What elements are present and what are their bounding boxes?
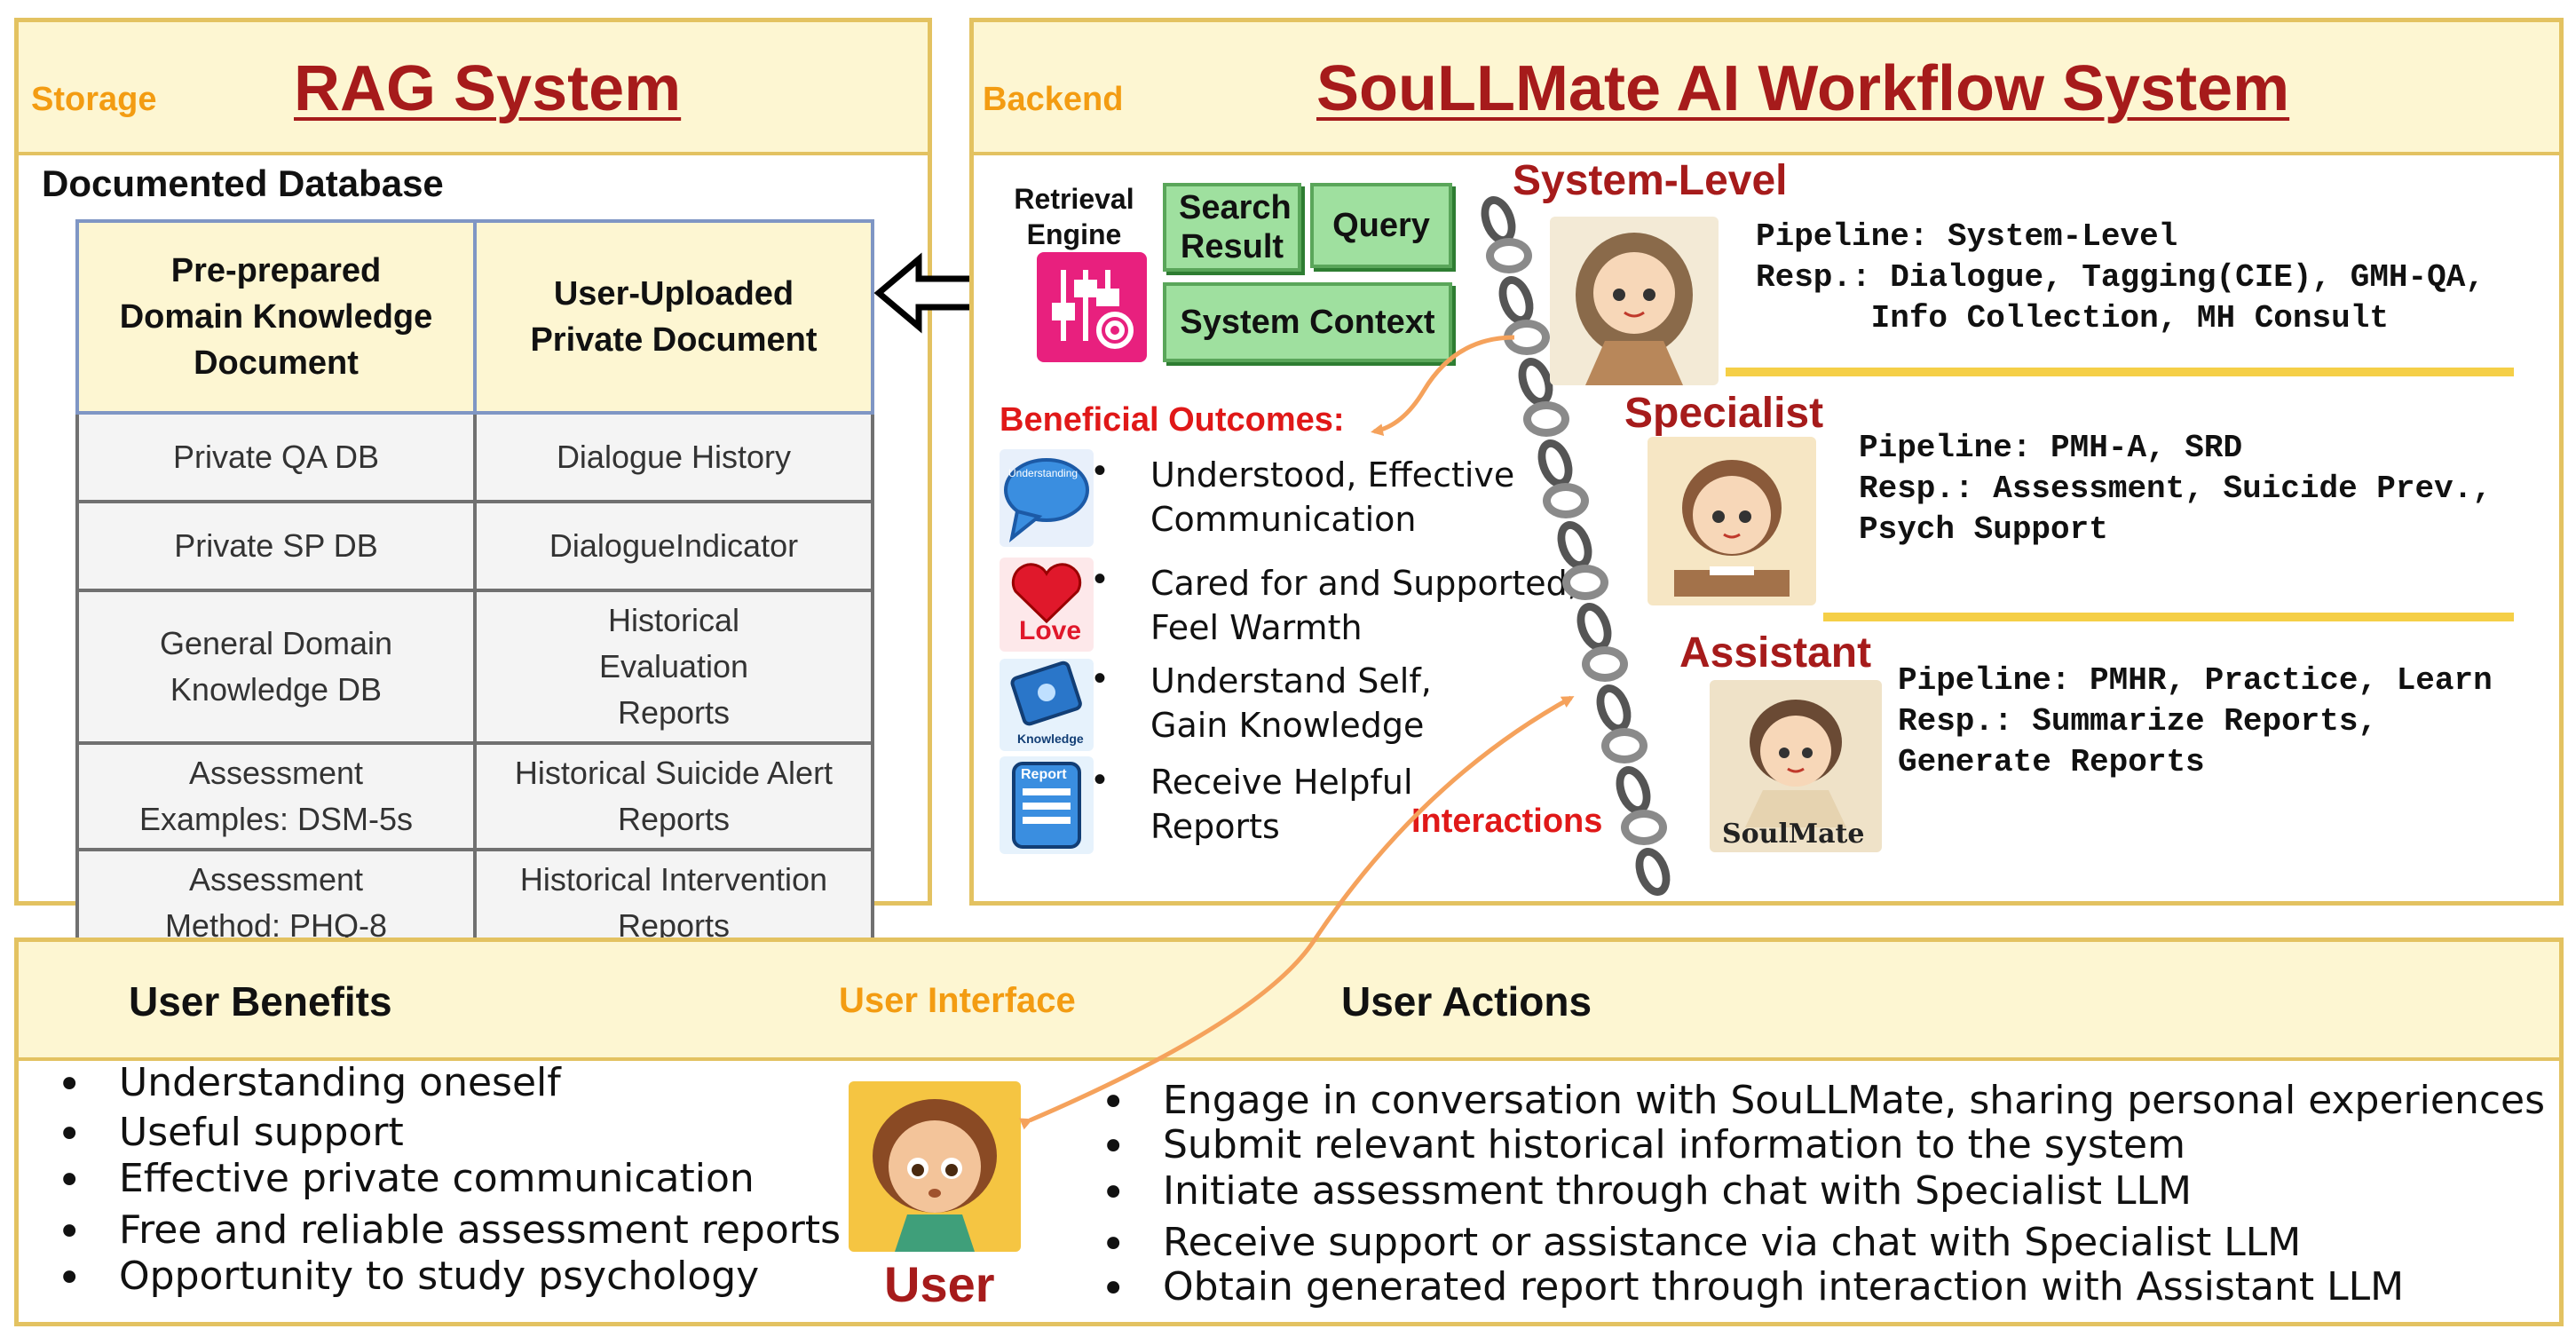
assistant-pipeline: Pipeline: PMHR, Practice, Learn [1898, 662, 2493, 699]
table-cell: Historical Suicide Alert Reports [473, 741, 874, 851]
role-assistant-title: Assistant [1679, 629, 1872, 676]
table-row: Private QA DB Dialogue History [75, 411, 874, 503]
role-system-level-title: System-Level [1513, 157, 1788, 204]
action-item: Initiate assessment through chat with Sp… [1101, 1168, 2192, 1218]
user-label: User [884, 1256, 995, 1312]
love-icon-label: Love [1019, 616, 1082, 645]
system-level-avatar [1550, 217, 1719, 385]
assistant-responsibilities: Resp.: Summarize Reports, Generate Repor… [1898, 703, 2378, 780]
divider [1726, 368, 2514, 376]
database-table-header: Pre-prepared Domain Knowledge Document U… [75, 219, 874, 415]
storage-body: Documented Database Pre-prepared Domain … [19, 155, 928, 958]
col-header-private: User-Uploaded Private Document [473, 219, 874, 415]
specialist-pipeline: Pipeline: PMH-A, SRD [1859, 430, 2243, 466]
action-item: Submit relevant historical information t… [1101, 1122, 2185, 1172]
table-cell: Historical Evaluation Reports [473, 589, 874, 745]
storage-panel: Storage RAG System Documented Database P… [14, 18, 932, 958]
system-level-pipeline: Pipeline: System-Level [1756, 218, 2178, 255]
action-item: Obtain generated report through interact… [1101, 1264, 2404, 1314]
love-heart-icon: Love [1000, 558, 1094, 652]
assistant-avatar: SoulMate [1710, 680, 1882, 852]
table-cell: Private QA DB [75, 411, 477, 503]
system-context-box: System Context [1163, 282, 1452, 362]
soulmate-logo: SoulMate [1722, 819, 1865, 850]
action-item: Receive support or assistance via chat w… [1101, 1220, 2301, 1270]
benefit-item: Useful support [57, 1110, 404, 1159]
retrieval-engine-label: Retrieval Engine [1014, 183, 1134, 250]
role-specialist-title: Specialist [1624, 390, 1824, 437]
benefit-item: Opportunity to study psychology [57, 1254, 759, 1303]
outcome-bullet: • [1094, 559, 1107, 598]
backend-tag: Backend [983, 81, 1124, 118]
table-row: Assessment Examples: DSM-5s Historical S… [75, 741, 874, 851]
outcome-bullet: • [1094, 659, 1107, 698]
backend-panel-header: Backend SouLLMate AI Workflow System [974, 22, 2559, 155]
beneficial-outcomes-title: Beneficial Outcomes: [1000, 401, 1345, 439]
storage-tag: Storage [31, 81, 157, 118]
outcome-text: Cared for and Supported, Feel Warmth [1150, 564, 1578, 647]
arrow-to-outcomes [1371, 335, 1515, 437]
table-row: Private SP DB DialogueIndicator [75, 500, 874, 592]
outcome-text: Understood, Effective Communication [1150, 455, 1515, 539]
user-benefits-title: User Benefits [129, 978, 392, 1025]
search-result-box: Search Result [1163, 183, 1301, 272]
retrieval-engine-icon [1037, 252, 1147, 362]
database-table: Pre-prepared Domain Knowledge Document U… [75, 219, 874, 958]
table-cell: DialogueIndicator [473, 500, 874, 592]
table-cell: Assessment Examples: DSM-5s [75, 741, 477, 851]
arrow-interactions [1019, 695, 1575, 1130]
outcome-bullet: • [1094, 451, 1107, 490]
benefit-item: Understanding oneself [57, 1060, 561, 1110]
workflow-system-title: SouLLMate AI Workflow System [1316, 53, 2290, 124]
understanding-icon: Understanding [1000, 449, 1094, 547]
storage-panel-header: Storage RAG System [19, 22, 928, 155]
table-cell: Dialogue History [473, 411, 874, 503]
documented-database-title: Documented Database [42, 162, 444, 204]
col-header-domain: Pre-prepared Domain Knowledge Document [75, 219, 477, 415]
table-row: General Domain Knowledge DB Historical E… [75, 589, 874, 745]
divider [1823, 613, 2514, 621]
user-avatar [849, 1081, 1021, 1252]
specialist-avatar [1648, 437, 1816, 605]
system-level-responsibilities: Resp.: Dialogue, Tagging(CIE), GMH-QA, I… [1756, 259, 2485, 336]
table-cell: Private SP DB [75, 500, 477, 592]
specialist-responsibilities: Resp.: Assessment, Suicide Prev., Psych … [1859, 471, 2492, 548]
rag-system-title: RAG System [294, 53, 682, 124]
benefit-item: Free and reliable assessment reports [57, 1207, 841, 1257]
table-cell: General Domain Knowledge DB [75, 589, 477, 745]
understanding-icon-label: Understanding [1008, 467, 1079, 479]
benefit-item: Effective private communication [57, 1156, 755, 1206]
query-box: Query [1310, 183, 1452, 268]
